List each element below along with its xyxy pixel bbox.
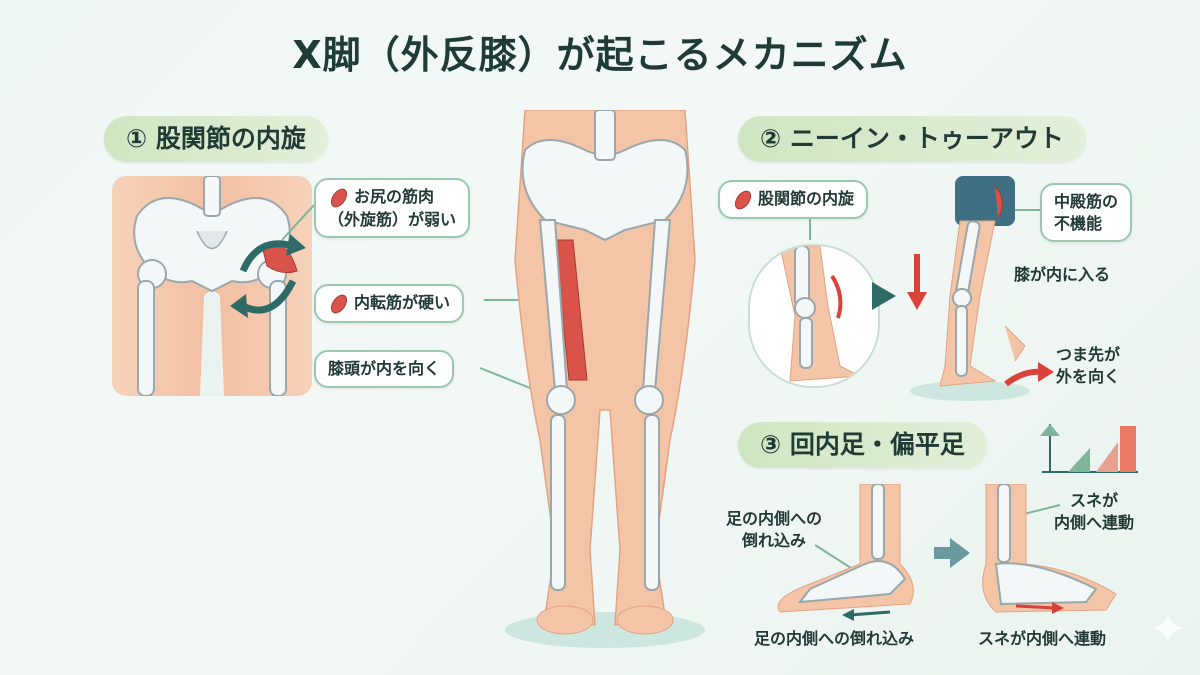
muscle-icon bbox=[328, 187, 350, 209]
toe-out-line2: 外を向く bbox=[1056, 366, 1121, 386]
adductor-callout: 内転筋が硬い bbox=[314, 284, 465, 323]
muscle-icon bbox=[732, 189, 754, 211]
shin-line2: 内側へ連動 bbox=[1054, 512, 1135, 532]
hip-internal-callout: 股関節の内旋 bbox=[718, 180, 869, 219]
hip-illustration bbox=[112, 176, 312, 396]
knee-closeup-illustration bbox=[748, 244, 880, 388]
toe-out-label: つま先が 外を向く bbox=[1056, 344, 1120, 387]
knee-in-leg-illustration bbox=[900, 176, 1030, 404]
page-title: X脚（外反膝）が起こるメカニズム bbox=[292, 33, 908, 77]
adductor-callout-text: 内転筋が硬い bbox=[354, 293, 451, 312]
rotate-arrow-icon bbox=[230, 234, 306, 318]
foot-collapse-label: 足の内側への 倒れ込み bbox=[726, 508, 822, 551]
foot-collapse-line1: 足の内側への bbox=[726, 509, 823, 528]
gluteus-medius-line2: 不機能 bbox=[1054, 213, 1103, 233]
shin-label: スネが 内側へ連動 bbox=[1054, 490, 1134, 533]
pronated-foot-illustration bbox=[770, 484, 950, 624]
section-1-heading: ① 股関節の内旋 bbox=[104, 116, 328, 162]
section-2-heading: ② ニーイン・トゥーアウト bbox=[738, 116, 1086, 162]
triangle-pointer-icon bbox=[872, 282, 896, 310]
foot-collapse-line2: 倒れ込み bbox=[742, 530, 807, 550]
down-arrow-icon bbox=[907, 254, 927, 310]
bottom-left-caption: 足の内側への倒れ込み bbox=[754, 629, 915, 648]
bottom-right-caption: スネが内側へ連動 bbox=[978, 629, 1107, 648]
hip-internal-callout-text: 股関節の内旋 bbox=[758, 189, 855, 208]
glute-weak-callout: お尻の筋肉 （外旋筋）が弱い bbox=[314, 178, 471, 239]
legs-skeleton-illustration bbox=[495, 110, 715, 655]
shin-line1: スネが bbox=[1070, 491, 1119, 510]
toe-out-arrow-icon bbox=[1004, 362, 1054, 387]
knee-in-label: 膝が内に入る bbox=[1014, 265, 1111, 284]
glute-callout-line1: お尻の筋肉 bbox=[354, 187, 435, 206]
sparkle-icon bbox=[1152, 612, 1184, 644]
shin-rotation-foot-illustration bbox=[976, 484, 1126, 624]
bar-chart-icon bbox=[1040, 424, 1138, 473]
muscle-icon bbox=[328, 293, 350, 315]
toe-out-line1: つま先が bbox=[1056, 345, 1121, 364]
kneecap-callout-text: 膝頭が内を向く bbox=[328, 359, 441, 378]
kneecap-callout: 膝頭が内を向く bbox=[314, 350, 455, 388]
gluteus-medius-line1: 中殿筋の bbox=[1054, 192, 1119, 211]
gluteus-medius-callout: 中殿筋の 不機能 bbox=[1040, 183, 1133, 243]
glute-callout-line2: （外旋筋）が弱い bbox=[328, 209, 457, 229]
section-3-heading: ③ 回内足・偏平足 bbox=[738, 422, 987, 468]
next-arrow-icon bbox=[934, 538, 970, 568]
